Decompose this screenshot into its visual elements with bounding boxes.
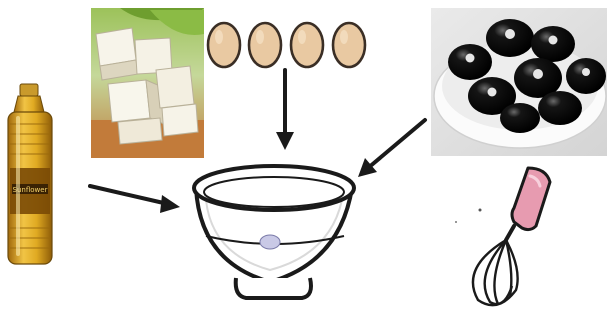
speck <box>479 209 482 212</box>
mixing-bowl-icon <box>194 166 354 298</box>
black-olives-image <box>431 8 607 156</box>
whisk-icon <box>473 168 550 305</box>
arrow-from-eggs <box>276 70 294 150</box>
egg-icon <box>208 23 240 67</box>
speck <box>455 221 457 223</box>
eggs-group <box>208 23 365 67</box>
arrow-from-oil <box>90 186 180 213</box>
egg-icon <box>333 23 365 67</box>
arrow-from-olives <box>358 120 425 177</box>
feta-cheese-image <box>91 8 204 158</box>
egg-icon <box>291 23 323 67</box>
egg-icon <box>249 23 281 67</box>
oil-bottle-icon: Sunflower <box>8 84 52 264</box>
